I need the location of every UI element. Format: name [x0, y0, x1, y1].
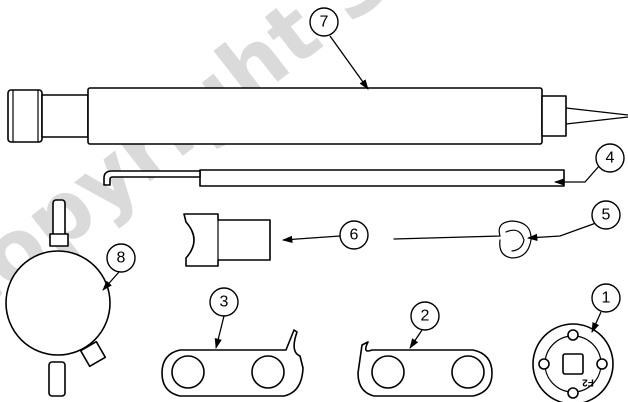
callout-2-number: 2: [421, 308, 430, 325]
callout-6: 6: [339, 220, 369, 250]
leader-7: [329, 35, 369, 90]
callout-5-number: 5: [602, 207, 611, 224]
callout-5: 5: [591, 200, 621, 230]
leader-4: [553, 164, 601, 186]
part-1-hub-flange: F2: [532, 323, 614, 402]
callout-1: 1: [591, 283, 621, 313]
callout-8-number: 8: [117, 250, 126, 267]
callout-2: 2: [410, 301, 440, 331]
leader-5: [526, 222, 597, 242]
part-3-link-plate: [161, 329, 304, 397]
callout-6-number: 6: [350, 227, 359, 244]
part-6-clip: [183, 213, 271, 267]
part-marking-label: F2: [582, 377, 594, 388]
leader-3: [214, 315, 225, 350]
part-4-hook-rod: [103, 169, 565, 187]
part-7-handle-tube: [7, 87, 628, 145]
part-5-spring: [393, 220, 532, 259]
part-8-disc-assembly: [5, 199, 111, 397]
callout-4-number: 4: [606, 150, 615, 167]
callout-8: 8: [106, 243, 136, 273]
callout-3-number: 3: [220, 294, 229, 311]
leader-6: [281, 235, 341, 243]
callout-7-number: 7: [320, 14, 329, 31]
leader-8: [102, 271, 120, 291]
callout-4: 4: [595, 143, 625, 173]
leader-1: [591, 311, 602, 333]
callout-3: 3: [209, 287, 239, 317]
leader-2: [409, 329, 423, 349]
callout-7: 7: [309, 7, 339, 37]
part-2-link-plate: [357, 341, 493, 397]
callout-1-number: 1: [602, 290, 611, 307]
leader-lines: [102, 35, 602, 350]
